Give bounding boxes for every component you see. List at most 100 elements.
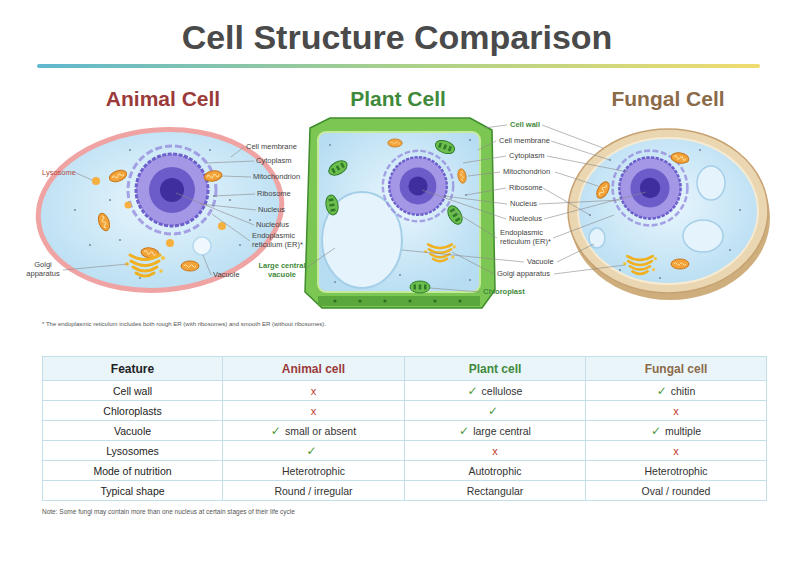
- fungal-cell-drawing-part-part: [699, 149, 701, 151]
- check-mark: ✓: [271, 424, 281, 438]
- plant-cell-drawing-part-part: [408, 299, 411, 302]
- table-cell: x: [585, 400, 767, 421]
- part-label: Cytoplasm: [256, 157, 291, 166]
- animal-cell-drawing-part: [108, 168, 128, 184]
- animal-cell-drawing-part: [166, 239, 174, 247]
- plant-cell-drawing-part-part: [458, 299, 461, 302]
- leader-lines-part: [547, 156, 628, 172]
- table-text: chitin: [671, 385, 696, 397]
- plant-cell-drawing-part: [305, 118, 495, 308]
- table-cell: x: [222, 400, 405, 421]
- animal-cell-drawing-part-part: [109, 199, 111, 201]
- leader-lines-part: [544, 192, 646, 219]
- leader-lines-part: [452, 252, 494, 274]
- table-text: Heterotrophic: [282, 465, 345, 477]
- leader-lines-part: [463, 156, 506, 163]
- leader-lines-part: [444, 196, 507, 204]
- part-label: Lysosome: [42, 169, 76, 178]
- table-cell: Typical shape: [42, 480, 223, 501]
- part-label: Endoplasmic reticulum (ER)*: [252, 232, 312, 249]
- plant-cell-drawing-part: [324, 194, 339, 216]
- leader-lines-part: [430, 288, 480, 292]
- table-cell: ✓cellulose: [404, 380, 586, 401]
- table-cell: Heterotrophic: [585, 460, 767, 481]
- part-label: Nucleus: [258, 206, 285, 215]
- leader-lines-part: [63, 264, 128, 270]
- fungal-cell-drawing-part: [683, 220, 723, 252]
- table-cell: ✓ chitin: [585, 380, 767, 401]
- check-mark: ✓: [657, 384, 667, 398]
- leader-lines-part: [214, 194, 255, 196]
- table-cell: Rectangular: [404, 480, 586, 501]
- table-header-cell: Plant cell: [404, 356, 586, 381]
- animal-cell-drawing-part-part: [74, 209, 76, 211]
- plant-cell-drawing-part: [329, 139, 471, 283]
- leader-lines-part: [76, 173, 92, 180]
- leader-lines-part: [553, 215, 614, 238]
- animal-cell-drawing-part-part: [89, 244, 91, 246]
- part-label: Ribosome: [257, 190, 291, 199]
- plant-cell-drawing-part-part: [399, 274, 401, 276]
- leader-lines-part: [422, 190, 506, 219]
- table-header-cell: Fungal cell: [585, 356, 767, 381]
- plant-cell-drawing-part-part: [334, 281, 336, 283]
- leader-lines-part: [452, 210, 497, 238]
- plant-cell-drawing-part: [410, 281, 430, 293]
- cross-mark: x: [673, 405, 679, 417]
- table-cell: ✓small or absent: [222, 420, 405, 441]
- table-text: Fungal cell: [645, 362, 708, 376]
- table-text: Oval / rounded: [642, 485, 711, 497]
- part-label: Vacuole: [213, 271, 240, 280]
- part-label: Mitochondrion: [503, 168, 550, 177]
- animal-cell-drawing-part: [92, 177, 100, 185]
- table-cell: Lysosomes: [42, 440, 223, 461]
- table-text: Plant cell: [469, 362, 522, 376]
- animal-cell-drawing-part-part: [249, 219, 251, 221]
- animal-cell-drawing-part: [181, 261, 199, 271]
- leader-lines-part: [222, 176, 251, 177]
- part-label: Endoplasmic reticulum (ER)*: [500, 229, 560, 246]
- part-label: Large central vacuole: [254, 262, 310, 279]
- animal-cell-drawing-part: [74, 149, 251, 279]
- cell-heading: Fungal Cell: [568, 86, 768, 112]
- cell-group: Animal Cell: [38, 86, 288, 304]
- leader-lines-part: [478, 141, 496, 150]
- animal-cell-drawing-part-part: [119, 239, 121, 241]
- leader-lines-part: [555, 172, 598, 186]
- check-mark: ✓: [651, 424, 661, 438]
- leader-lines-part: [203, 255, 211, 275]
- part-label: Nucleus: [510, 200, 537, 209]
- plant-cell-drawing-part: [326, 158, 349, 178]
- plant-cell-drawing-part-part: [329, 144, 331, 146]
- part-label: Ribosome: [509, 184, 543, 193]
- table-cell: Mode of nutrition: [42, 460, 223, 481]
- fungal-cell-drawing-part: [670, 152, 689, 165]
- cell-group: Plant Cell: [300, 86, 496, 310]
- plant-cell-drawing-part: [318, 296, 480, 306]
- animal-cell-drawing-part-part: [229, 199, 231, 201]
- animal-cell-drawing-part: [125, 202, 132, 209]
- plant-cell-drawing-part: [445, 203, 465, 226]
- leader-lines-part: [554, 265, 625, 274]
- table-cell: Oval / rounded: [585, 480, 767, 501]
- table-text: Heterotrophic: [644, 465, 707, 477]
- check-mark: ✓: [468, 384, 478, 398]
- plant-cell-drawing-part-part: [358, 299, 361, 302]
- fungal-cell-drawing-part: [623, 256, 657, 274]
- animal-cell-drawing-part-part: [209, 149, 211, 151]
- table-cell: ✓large central: [404, 420, 586, 441]
- table-cell: ✓: [222, 440, 405, 461]
- plant-cell-drawing-part-part: [433, 299, 436, 302]
- leader-lines-part: [466, 188, 506, 195]
- fungal-cell-drawing-part: [578, 138, 758, 284]
- table-text: multiple: [665, 425, 701, 437]
- fungal-cell-drawing-part-part: [729, 249, 731, 251]
- part-label: Vacuole: [527, 258, 554, 267]
- fungal-cell-drawing-part-part: [739, 209, 741, 211]
- table-text: large central: [473, 425, 531, 437]
- leader-lines-part: [212, 214, 250, 241]
- fungal-cell-drawing-part-part: [659, 277, 661, 279]
- plant-cell-drawing-part-part: [333, 299, 336, 302]
- table-cell: Cell wall: [42, 380, 223, 401]
- cross-mark: x: [311, 385, 317, 397]
